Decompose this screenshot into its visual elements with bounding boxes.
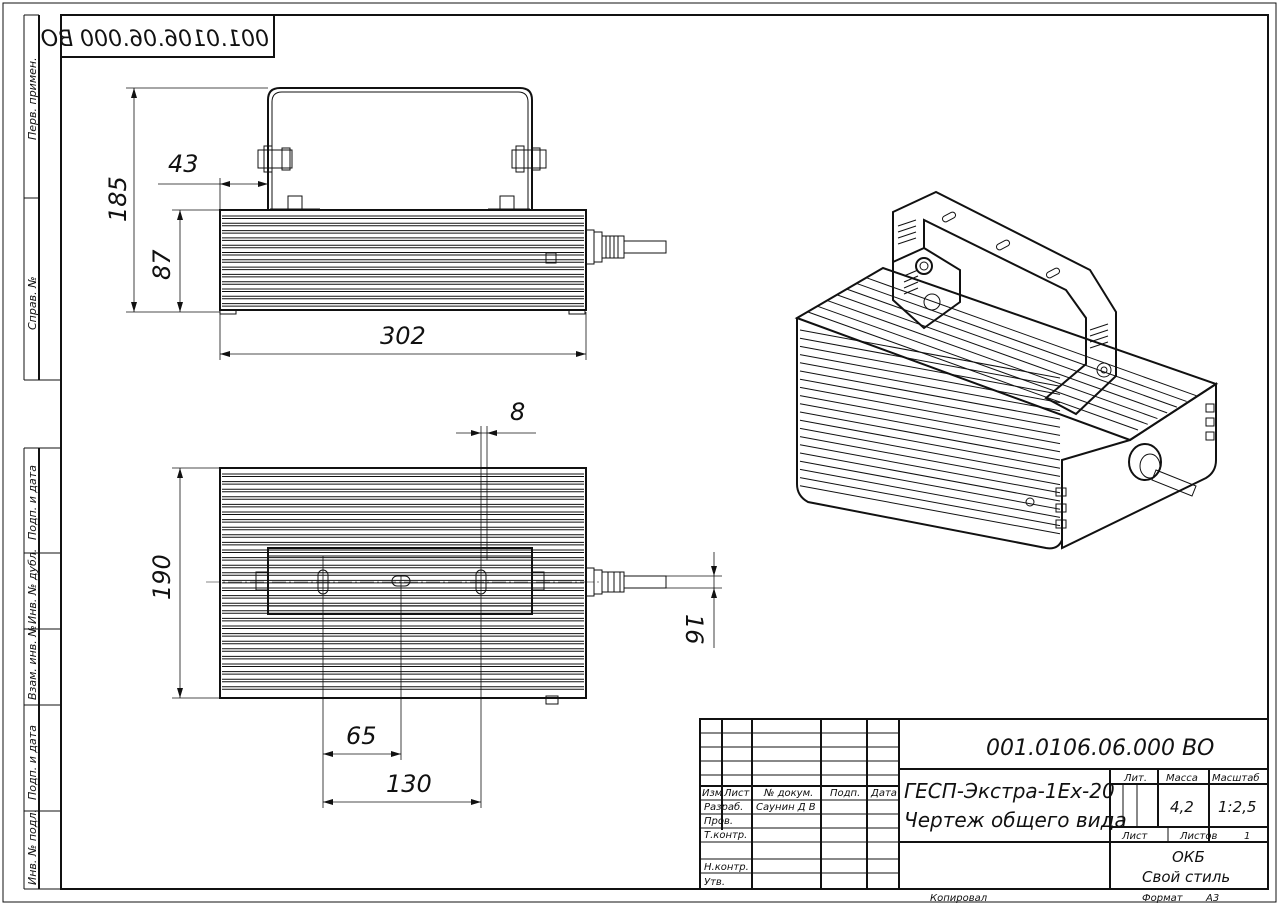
isometric-fins (799, 277, 1197, 535)
iso-front-fin-line (799, 370, 1061, 420)
dimension-8: 8 (510, 398, 525, 426)
iso-bracket-vent (903, 275, 919, 283)
header-izm: Изм (702, 788, 723, 799)
name-0: Саунин Д В (756, 802, 816, 813)
dimension-130: 130 (386, 770, 432, 798)
iso-bracket-vent (897, 219, 917, 227)
iso-front-fin-line (799, 337, 1061, 387)
role-4: Н.контр. (704, 862, 749, 873)
iso-top-fin-line (856, 282, 1187, 402)
dimension-185: 185 (104, 176, 132, 222)
iso-top-fin-line (817, 305, 1148, 425)
isometric-bracket-vents (897, 219, 1109, 349)
iso-front-fin-line (799, 444, 1061, 494)
sheet-label: Лист (1121, 831, 1149, 842)
header-doc-no: № докум. (763, 788, 813, 799)
scale-value: 1:2,5 (1218, 798, 1256, 816)
iso-top-fin-line (866, 277, 1197, 397)
dimension-43: 43 (168, 150, 199, 178)
header-mass: Масса (1166, 773, 1198, 784)
iso-front-fin-line (799, 411, 1061, 461)
dimension-16: 16 (680, 614, 708, 645)
stamp-label-perv-primen: Перв. примен. (26, 57, 39, 140)
mirrored-code-box: 001.0106.06.000 ВО (41, 14, 275, 58)
sheets-label: Листов (1179, 831, 1217, 842)
copied-label: Копировал (930, 893, 988, 904)
role-5: Утв. (704, 877, 725, 888)
iso-front-fin-line (799, 460, 1061, 510)
iso-front-fin-line (799, 403, 1061, 453)
iso-top-fin-line (827, 300, 1158, 420)
iso-front-fin-line (799, 378, 1061, 428)
iso-bracket-vent (1089, 323, 1109, 331)
iso-front-fin-line (799, 436, 1061, 486)
format-value: А3 (1205, 893, 1219, 904)
iso-bracket-vent (1089, 335, 1109, 343)
header-list: Лист (723, 788, 751, 799)
stamp-label-sprav-no: Справ. № (26, 276, 39, 330)
iso-front-fin-line (799, 477, 1061, 527)
organization-line1: ОКБ (1172, 848, 1205, 866)
top-view-fins (222, 473, 584, 690)
header-sign: Подп. (830, 788, 860, 799)
role-2: Т.контр. (704, 830, 747, 841)
header-scale: Масштаб (1212, 772, 1260, 784)
document-name: Чертеж общего вида (904, 808, 1127, 832)
isometric-view (794, 190, 1219, 550)
format-label: Формат (1142, 893, 1184, 904)
front-view-fins (222, 215, 584, 307)
role-1: Пров. (704, 816, 733, 827)
stamp-label-inv-podl: Инв. № подл. (26, 809, 39, 885)
iso-front-fin-line (799, 354, 1061, 404)
iso-front-fin-line (799, 452, 1061, 502)
role-0: Разраб. (704, 801, 743, 813)
dimension-190: 190 (148, 554, 176, 600)
stamp-label-podp-data-1: Подп. и дата (26, 465, 39, 540)
iso-bracket-vent (897, 231, 917, 239)
header-lit: Лит. (1123, 773, 1147, 784)
stamp-label-vzam-inv: Взам. инв. № (26, 625, 39, 700)
iso-front-fin-line (799, 395, 1061, 445)
iso-front-fin-line (799, 329, 1061, 379)
title-block: Изм Лист № докум. Подп. Дата Разраб. Сау… (699, 718, 1269, 890)
mirrored-drawing-code: 001.0106.06.000 ВО (41, 27, 269, 52)
iso-bracket-vent (897, 237, 917, 245)
iso-front-fin-line (799, 362, 1061, 412)
dimension-87: 87 (148, 249, 176, 280)
product-name: ГЕСП-Экстра-1Ех-20 (904, 779, 1115, 803)
iso-bracket-vent (897, 225, 917, 233)
title-drawing-code: 001.0106.06.000 ВО (986, 736, 1214, 761)
iso-front-fin-line (799, 419, 1061, 469)
dimension-65: 65 (346, 722, 377, 750)
top-view (206, 426, 667, 808)
iso-front-fin-line (799, 386, 1061, 436)
iso-front-fin-line (799, 485, 1061, 535)
iso-bracket-vent (903, 281, 919, 289)
organization-line2: Свой стиль (1142, 868, 1230, 886)
iso-bracket-vent (903, 287, 919, 295)
header-date: Дата (870, 788, 897, 799)
iso-front-fin-line (799, 468, 1061, 518)
iso-bracket-vent (903, 269, 919, 277)
front-view-dimensions: 185 87 43 302 (104, 87, 587, 360)
iso-front-fin-line (799, 427, 1061, 477)
iso-top-fin-line (836, 294, 1168, 414)
dimension-302: 302 (380, 322, 426, 350)
iso-bracket-vent (1089, 329, 1109, 337)
mass-value: 4,2 (1170, 798, 1194, 816)
sheets-count: 1 (1244, 831, 1250, 842)
iso-top-fin-line (807, 311, 1139, 431)
top-view-dimensions: 190 8 65 130 16 (148, 398, 722, 805)
iso-bracket-vent (1089, 341, 1109, 349)
stamp-label-inv-dubl: Инв. № дубл. (26, 549, 39, 624)
front-view (219, 87, 667, 315)
stamp-label-podp-data-2: Подп. и дата (26, 725, 39, 800)
